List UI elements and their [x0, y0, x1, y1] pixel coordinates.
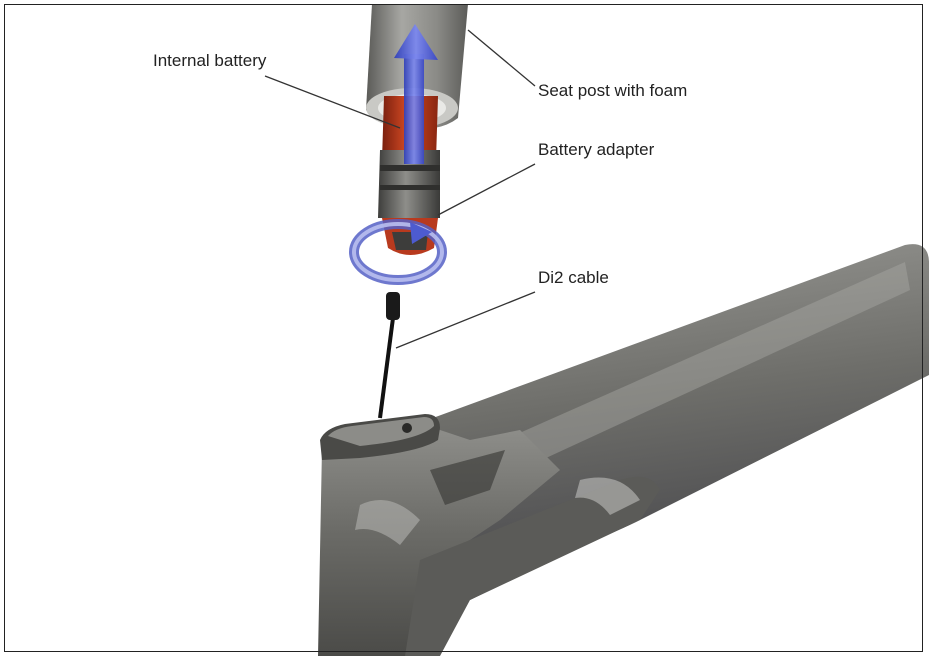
adapter-ridge-2	[380, 185, 440, 190]
di2-cable-plug	[386, 292, 400, 320]
frame-right-highlight	[575, 477, 640, 515]
label-seat-post: Seat post with foam	[538, 81, 688, 100]
leader-lines	[264, 29, 536, 349]
frame-gusset-highlight	[355, 500, 420, 545]
adapter-ridge-1	[380, 165, 440, 171]
rotate-icon	[349, 219, 447, 285]
arrow-up-icon	[394, 24, 438, 164]
label-internal-battery: Internal battery	[153, 51, 267, 70]
frame-seat-tube	[318, 430, 560, 656]
label-battery-adapter: Battery adapter	[538, 140, 655, 159]
leader-di2-cable	[395, 291, 536, 349]
leader-battery-adapter	[437, 163, 536, 216]
frame-top-tube	[400, 244, 929, 600]
frame-inner-shadow	[430, 450, 505, 505]
frame-lower-tube	[405, 476, 660, 656]
figure-border	[4, 4, 923, 652]
frame-top-tube-highlight	[470, 262, 910, 470]
label-di2-cable: Di2 cable	[538, 268, 609, 287]
di2-cable	[378, 317, 395, 419]
leader-internal-battery	[264, 75, 401, 129]
leader-seat-post	[467, 29, 536, 87]
clamp-bolt	[402, 423, 412, 433]
